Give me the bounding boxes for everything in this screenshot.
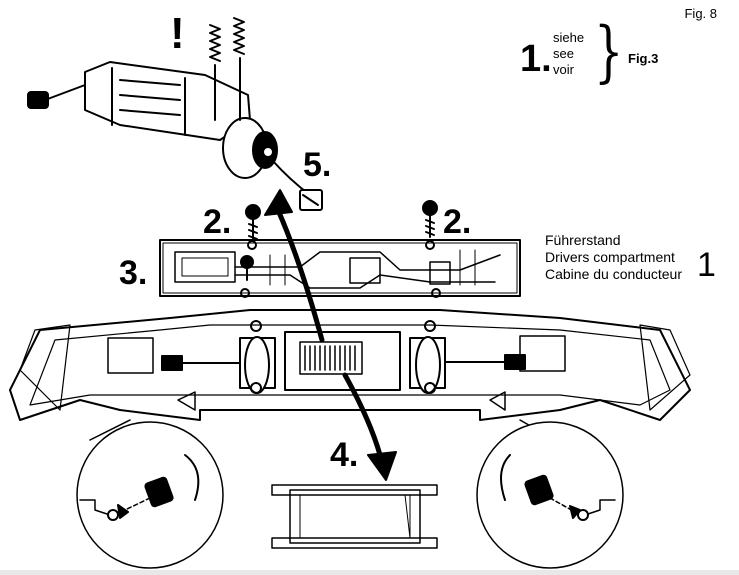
reference-words: siehe see voir — [553, 30, 585, 77]
arrow-insert-removal — [342, 372, 397, 481]
figure-label: Fig. 8 — [684, 6, 717, 21]
motor-insert-part — [271, 484, 438, 549]
reference-number: 1. — [520, 38, 552, 80]
chassis — [9, 309, 691, 421]
detail-circle-left — [76, 419, 224, 569]
step-2-right-label: 2. — [443, 203, 472, 241]
cab-label: Führerstand Drivers compartment Cabine d… — [545, 232, 682, 282]
step-4-label: 4. — [330, 436, 359, 474]
reference-target: Fig.3 — [628, 51, 659, 66]
screw-right — [422, 200, 438, 238]
warning-mark: ! — [170, 9, 185, 58]
detail-circle-right — [476, 419, 624, 569]
spring-right — [233, 17, 245, 121]
circuit-board — [159, 239, 521, 298]
step-3-label: 3. — [119, 254, 148, 292]
footer-bar — [0, 570, 739, 575]
arrow-motor-removal — [264, 189, 325, 343]
step-2-left-label: 2. — [203, 203, 232, 241]
step-5-label: 5. — [303, 146, 332, 184]
reference-brace: } — [594, 13, 624, 90]
screw-left — [245, 204, 261, 242]
spring-left — [209, 24, 221, 121]
cab-number: 1 — [697, 246, 716, 284]
screw-center — [240, 255, 254, 281]
motor-drawing — [27, 61, 323, 211]
